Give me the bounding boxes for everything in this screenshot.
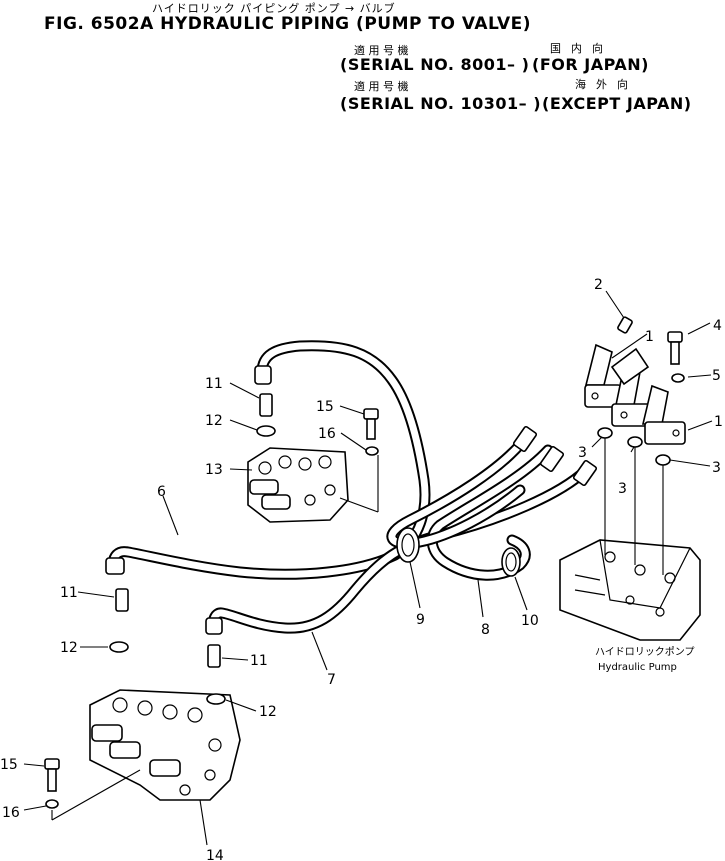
callout-13: 13 (205, 462, 223, 478)
hose-fitting-c (572, 459, 598, 487)
callout-14: 14 (206, 848, 224, 861)
callout-12c: 12 (259, 704, 277, 720)
callout-3b: 3 (618, 481, 627, 497)
hose-8 (426, 444, 554, 581)
pump-label-kana: ハイドロリックポンプ (595, 646, 695, 658)
callout-11a: 11 (205, 376, 223, 392)
control-valve-14 (89, 689, 241, 801)
elbow-1a (584, 343, 613, 386)
o-ring-3c (655, 454, 671, 466)
leader-lines (23, 290, 713, 846)
washer-5 (671, 373, 685, 383)
callout-3c: 3 (712, 460, 721, 476)
title-kana: ハイドロリック パイピング ポンプ → バルブ (152, 2, 396, 15)
callout-12b: 12 (60, 640, 78, 656)
o-ring-12b (109, 641, 129, 653)
hose-upper (386, 434, 530, 549)
bolt-4 (667, 331, 683, 365)
washer-16a (365, 446, 379, 456)
adapter-11c (207, 644, 221, 668)
pump-label: Hydraulic Pump (598, 662, 677, 673)
hose-6 (105, 340, 431, 580)
plate (610, 347, 650, 386)
clamp-9 (396, 527, 420, 563)
o-ring-3a (597, 427, 613, 439)
callout-4: 4 (713, 318, 722, 334)
flange-1c (644, 421, 686, 445)
callout-7: 7 (327, 672, 336, 688)
callout-6: 6 (157, 484, 166, 500)
hose-7-elbow (205, 617, 223, 635)
o-ring-12a (256, 425, 276, 437)
hydraulic-pump (559, 539, 701, 641)
callout-15a: 15 (316, 399, 334, 415)
hose-fittings (512, 425, 598, 487)
callout-15b: 15 (0, 757, 18, 773)
callout-2: 2 (594, 277, 603, 293)
serial-kana-2: 適 用 号 機 (354, 80, 409, 93)
serial-range-1: (SERIAL NO. 8001– ) (340, 55, 530, 74)
callout-9: 9 (416, 612, 425, 628)
region-1: (FOR JAPAN) (532, 55, 649, 74)
callout-3a: 3 (578, 445, 587, 461)
serial-kana-1: 適 用 号 機 (354, 44, 409, 57)
callout-5: 5 (712, 368, 721, 384)
serial-range-2: (SERIAL NO. 10301– ) (340, 94, 542, 113)
nipple-2 (617, 316, 633, 334)
control-valve-13 (247, 447, 349, 523)
hose-fitting-a (512, 425, 538, 453)
hose-7 (205, 464, 592, 635)
region-kana-2: 海外向 (575, 78, 638, 91)
adapter-11b (115, 588, 129, 612)
callout-11b: 11 (60, 585, 78, 601)
o-ring-12c (206, 693, 226, 705)
bolt-15b (44, 758, 60, 792)
hose-fitting-b (539, 445, 565, 473)
pump-elbows (584, 343, 686, 445)
callout-16b: 16 (2, 805, 20, 821)
figure-title: FIG. 6502A HYDRAULIC PIPING (PUMP TO VAL… (44, 14, 532, 34)
callout-12a: 12 (205, 413, 223, 429)
washer-16b (45, 799, 59, 809)
callout-10: 10 (521, 613, 539, 629)
hose-6-elbow-bottom (105, 557, 125, 575)
hose-6-elbow-top (254, 365, 272, 385)
adapter-11a (259, 393, 273, 417)
callout-8: 8 (481, 622, 490, 638)
callout-1b: 1 (714, 414, 723, 430)
clamp-10 (501, 547, 521, 577)
elbow-1c (641, 384, 669, 425)
callout-1a: 1 (645, 329, 654, 345)
callout-11c: 11 (250, 653, 268, 669)
region-2: (EXCEPT JAPAN) (542, 94, 692, 113)
bolt-15a (363, 408, 379, 440)
o-ring-3b (627, 436, 643, 448)
region-kana-1: 国内向 (550, 42, 613, 55)
callout-16a: 16 (318, 426, 336, 442)
